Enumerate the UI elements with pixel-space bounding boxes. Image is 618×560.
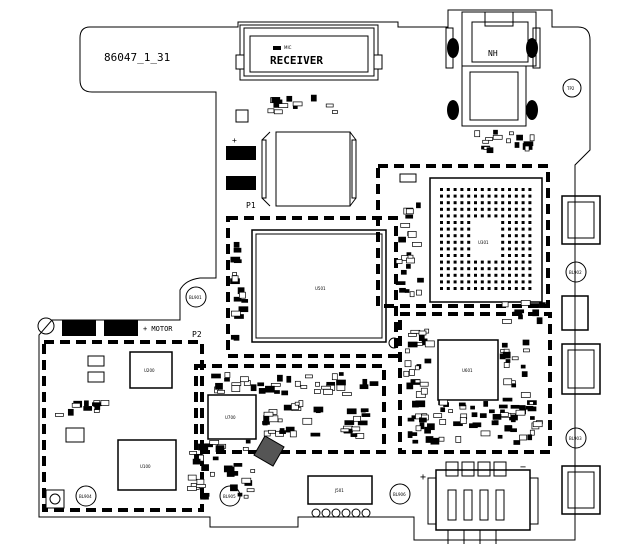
lower-shield-frame [194, 364, 386, 454]
screw-label-5: BL905 [223, 494, 236, 499]
u700-chip-label: U700 [225, 415, 236, 420]
screw-holes: BL901 BL902 BL903 BL904 BL905 BL906 [45, 261, 587, 509]
screw-label-4: BL904 [79, 494, 92, 499]
u700-chip [207, 394, 257, 440]
receiver-top-label: MIC [284, 45, 292, 50]
screw-label-2: BL902 [569, 270, 582, 275]
j501-label: J501 [334, 488, 344, 493]
test-point-top-right [562, 78, 582, 98]
u200-chip [129, 351, 173, 389]
test-point-label: TP2 [566, 86, 575, 91]
cpu-chip-label: U501 [315, 286, 326, 291]
side-button-bottom [561, 465, 601, 515]
battery-minus: − [520, 462, 526, 473]
cpu-chip [251, 229, 387, 343]
pmic-chip-label: U601 [462, 368, 473, 373]
headphone-jack: NH [445, 11, 541, 127]
shield-p1: P1 + [226, 109, 357, 210]
bga-chip [429, 177, 543, 303]
board-outline [38, 9, 591, 541]
p1-label: P1 [246, 201, 256, 210]
u200-chip-label: U200 [144, 368, 155, 373]
j501-connector [307, 475, 373, 505]
plus-marker: + [232, 136, 237, 145]
screw-label-6: BL906 [393, 492, 406, 497]
part-number: 86047_1_31 [104, 51, 170, 64]
motor-label: + MOTOR [143, 325, 173, 333]
side-button-top [561, 195, 601, 245]
passive-components [55, 94, 546, 500]
receiver-component: MIC RECEIVER [235, 24, 383, 81]
screw-label-3: BL903 [569, 436, 582, 441]
bga-ball-array [440, 188, 532, 290]
p2-label: P2 [192, 330, 202, 339]
receiver-label: RECEIVER [270, 54, 323, 67]
battery-plus: + [420, 472, 426, 483]
u100-chip [117, 439, 177, 491]
pmic-chip [437, 339, 499, 401]
side-button-upper-mid [561, 295, 589, 331]
shield-p2 [42, 340, 204, 512]
side-button-lower-mid [561, 343, 601, 395]
headphone-label: NH [488, 49, 498, 58]
motor-pads: + MOTOR [37, 317, 173, 336]
battery-connector: + − [420, 461, 539, 544]
bottom-test-points [311, 508, 371, 518]
screw-label-1: BL901 [189, 295, 202, 300]
main-shield-frame [226, 216, 398, 358]
bga-chip-label: U301 [478, 240, 489, 245]
bga-shield-frame [376, 164, 550, 308]
u100-chip-label: U100 [140, 464, 151, 469]
